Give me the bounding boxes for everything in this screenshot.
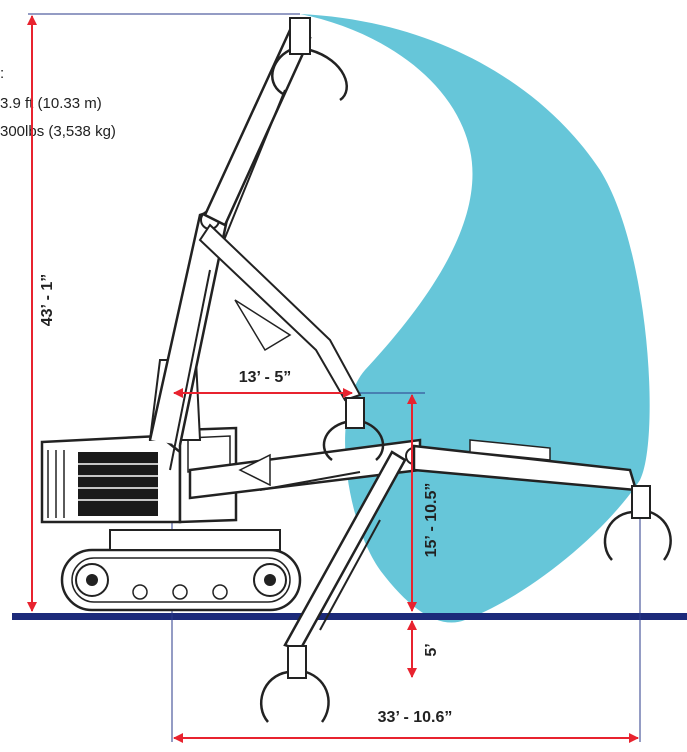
dim-label-max-reach: 33’ - 10.6” [378,709,453,726]
grapple-mid [322,397,385,462]
spec-heading: : [0,65,5,82]
stick-raised [203,28,312,227]
track-rollers [75,563,287,600]
dim-label-inner-reach: 13’ - 5” [239,369,291,386]
engine-grille [78,452,158,516]
dim-label-below-ground: 5’ [423,643,440,656]
ground-line [12,613,687,620]
grapple-bottom [259,645,330,723]
excavator [40,28,638,652]
dim-label-height-at-reach: 15’ - 10.5” [423,483,440,558]
dim-label-max-height: 43’ - 1” [39,274,56,326]
grapple-top [271,17,348,102]
grapple-right [603,485,672,561]
stick-down [283,450,407,652]
spec-reach: 3.9 ft (10.33 m) [0,95,102,112]
